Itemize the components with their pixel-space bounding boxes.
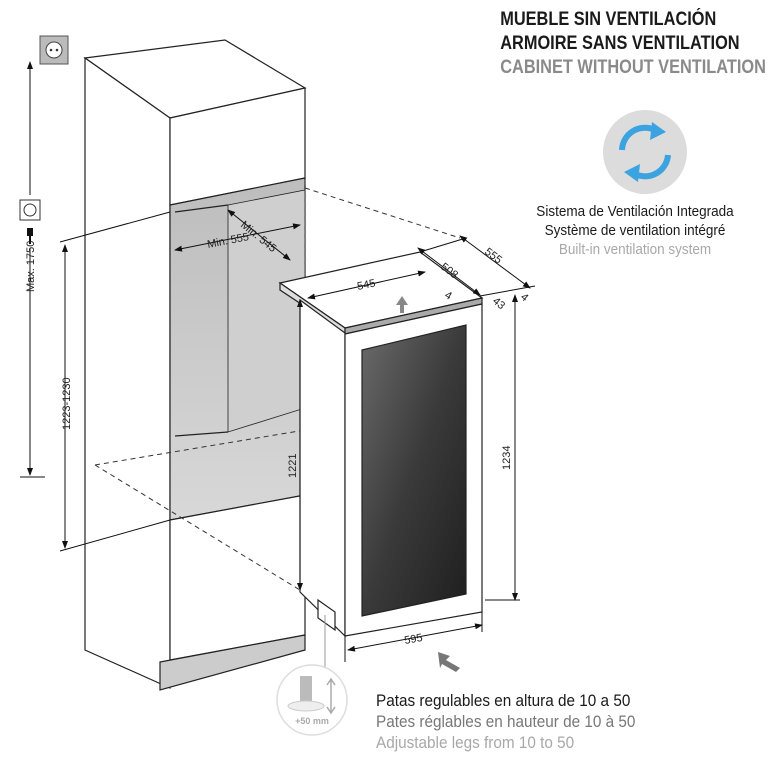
socket-icon xyxy=(19,199,41,221)
gap-left-label: 4 xyxy=(443,289,454,302)
appliance-height-front-label: 1234 xyxy=(501,446,513,470)
ventilation-fr: Système de ventilation intégré xyxy=(544,222,726,239)
ventilation-caption: Sistema de Ventilación Integrada Système… xyxy=(514,202,757,259)
title-fr: ARMOIRE SANS VENTILATION xyxy=(500,33,740,54)
max-socket-height-label: Max. 1750 xyxy=(25,241,37,292)
appliance-width-front-label: 595 xyxy=(403,632,423,647)
appliance-total-depth-label: 555 xyxy=(482,246,504,267)
title-en: CABINET WITHOUT VENTILATION xyxy=(500,57,766,78)
rotate-arrows-icon xyxy=(603,110,687,194)
adjustable-leg-icon: +50 mm xyxy=(276,664,348,736)
plinth xyxy=(159,634,306,691)
appliance-height-side-label: 1221 xyxy=(287,454,299,478)
appliance-width-top-label: 545 xyxy=(356,277,376,293)
ventilation-es: Sistema de Ventilación Integrada xyxy=(536,203,734,220)
ventilation-en: Built-in ventilation system xyxy=(558,241,712,258)
legs-caption: Patas regulables en altura de 10 a 50 Pa… xyxy=(376,690,635,753)
legs-en: Adjustable legs from 10 to 50 xyxy=(376,733,575,752)
leg-badge-label: +50 mm xyxy=(295,716,329,726)
title-es: MUEBLE SIN VENTILACIÓN xyxy=(500,9,717,30)
page-title: MUEBLE SIN VENTILACIÓN ARMOIRE SANS VENT… xyxy=(500,8,766,80)
legs-fr: Pates réglables en hauteur de 10 à 50 xyxy=(376,712,636,731)
wine-cooler xyxy=(278,251,484,638)
tall-cabinet xyxy=(83,39,307,691)
glass-door xyxy=(361,324,467,617)
lower-door xyxy=(169,494,306,661)
wall-socket-icon xyxy=(39,35,69,65)
legs-es: Patas regulables en altura de 10 a 50 xyxy=(376,691,631,710)
gap-right-label: 4 xyxy=(518,291,530,304)
door-thickness-label: 43 xyxy=(490,295,507,312)
niche-height-label: 1223-1230 xyxy=(61,377,73,430)
airflow-in-arrow-icon xyxy=(438,652,460,672)
plug-icon xyxy=(27,228,33,244)
airflow-up-arrow-icon xyxy=(396,296,408,313)
